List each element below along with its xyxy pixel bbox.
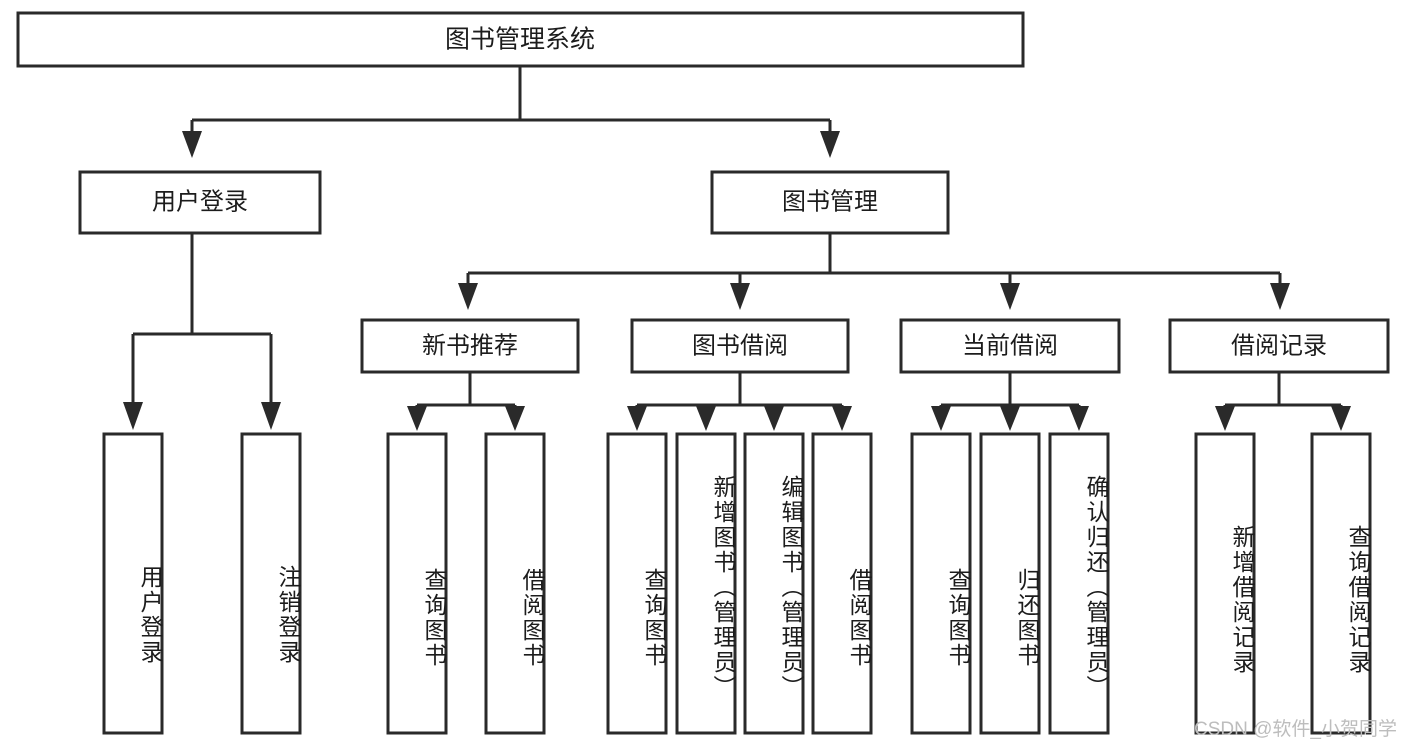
node-borrow-record[interactable]: 借阅记录: [1168, 318, 1390, 374]
arrowhead-bookborrow-leaf4: [832, 406, 852, 431]
watermark-label: CSDN @软件_小贺同学: [1194, 719, 1397, 740]
leaf-box-borrow-book-2[interactable]: [811, 432, 873, 735]
arrowhead-bookborrow: [730, 283, 750, 310]
leaf-boxes-book-borrow: [606, 432, 873, 735]
leaf-box-query-record[interactable]: [1310, 432, 1372, 735]
arrowhead-currentborrow-leaf1: [931, 406, 951, 431]
leaf-box-query-book-3[interactable]: [910, 432, 972, 735]
connector-borrowrecord-to-leaves: [1215, 372, 1351, 431]
arrowhead-leaf-user-login: [123, 402, 143, 430]
connector-userlogin-to-leaves: [123, 233, 281, 430]
leaf-box-edit-book[interactable]: [743, 432, 805, 735]
node-new-book-recommend-box[interactable]: [360, 318, 580, 374]
arrowhead-bookborrow-leaf1: [627, 406, 647, 431]
leaf-box-add-book[interactable]: [675, 432, 737, 735]
node-root-box[interactable]: [16, 11, 1025, 68]
node-root-label: 图书管理系统: [445, 26, 595, 54]
leaf-box-query-book-1[interactable]: [386, 432, 448, 735]
leaf-box-add-record[interactable]: [1194, 432, 1256, 735]
arrowhead-borrowrecord: [1270, 283, 1290, 310]
arrowhead-newbook-leaf2: [505, 406, 525, 431]
node-root[interactable]: 图书管理系统: [16, 11, 1025, 68]
node-borrow-record-label: 借阅记录: [1231, 332, 1327, 359]
arrowhead-bookborrow-leaf2: [696, 406, 716, 431]
node-user-login-box[interactable]: [78, 170, 322, 235]
leaf-box-confirm-return[interactable]: [1048, 432, 1110, 735]
leaf-boxes-user-login: [102, 432, 302, 735]
leaf-boxes-current-borrow: [910, 432, 1110, 735]
node-user-login-label: 用户登录: [152, 188, 248, 215]
connector-bookmgmt-to-level3: [458, 234, 1290, 310]
node-book-management-label: 图书管理: [782, 188, 878, 215]
arrowhead-currentborrow-leaf3: [1069, 406, 1089, 431]
node-book-borrow-box[interactable]: [630, 318, 850, 374]
leaf-box-logout[interactable]: [240, 432, 302, 735]
arrowhead-book-mgmt: [820, 131, 840, 158]
connector-bookborrow-to-leaves: [627, 372, 852, 431]
leaf-boxes-borrow-record: [1194, 432, 1372, 735]
arrowhead-currentborrow: [1000, 283, 1020, 310]
arrowhead-newbook-leaf1: [407, 406, 427, 431]
connector-currentborrow-to-leaves: [931, 372, 1089, 431]
leaf-boxes-new-book: [386, 432, 546, 735]
arrowhead-leaf-logout: [261, 402, 281, 430]
connector-root-to-level2: [182, 66, 840, 158]
node-borrow-record-box[interactable]: [1168, 318, 1390, 374]
connector-newbook-to-leaves: [407, 372, 525, 431]
arrowhead-borrowrecord-leaf1: [1215, 406, 1235, 431]
arrowhead-borrowrecord-leaf2: [1331, 406, 1351, 431]
node-new-book-recommend[interactable]: 新书推荐: [360, 318, 580, 374]
arrowhead-newbook: [458, 283, 478, 310]
arrowhead-currentborrow-leaf2: [1000, 406, 1020, 431]
node-current-borrow-box[interactable]: [899, 318, 1121, 374]
leaf-box-user-login[interactable]: [102, 432, 164, 735]
node-current-borrow-label: 当前借阅: [962, 332, 1058, 359]
leaf-box-borrow-book-1[interactable]: [484, 432, 546, 735]
node-book-management-box[interactable]: [710, 170, 950, 235]
node-book-borrow[interactable]: 图书借阅: [630, 318, 850, 374]
node-current-borrow[interactable]: 当前借阅: [899, 318, 1121, 374]
arrowhead-bookborrow-leaf3: [764, 406, 784, 431]
node-new-book-recommend-label: 新书推荐: [422, 332, 518, 359]
node-book-borrow-label: 图书借阅: [692, 332, 788, 359]
arrowhead-user-login: [182, 131, 202, 158]
node-user-login[interactable]: 用户登录: [78, 170, 322, 235]
node-book-management[interactable]: 图书管理: [710, 170, 950, 235]
leaf-box-query-book-2[interactable]: [606, 432, 668, 735]
leaf-box-return-book[interactable]: [979, 432, 1041, 735]
